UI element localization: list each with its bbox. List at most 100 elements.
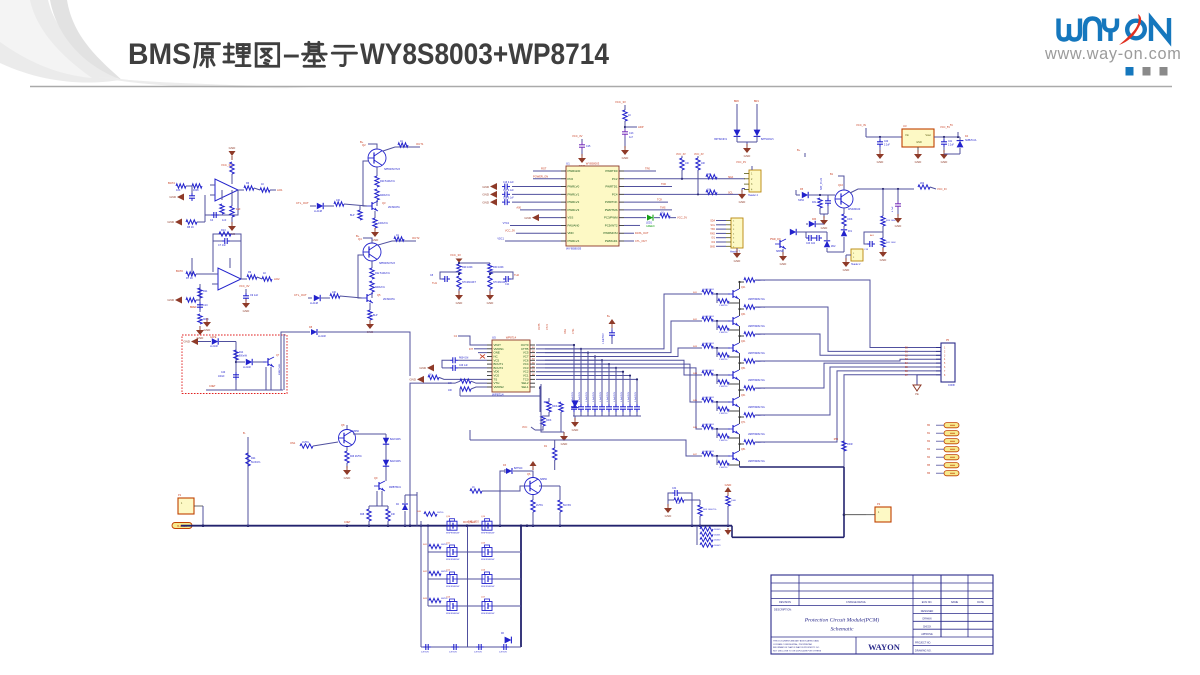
- svg-text:ONE: ONE: [494, 351, 500, 355]
- svg-text:MMBT5401: MMBT5401: [279, 363, 281, 375]
- svg-text:R44: R44: [693, 373, 698, 375]
- svg-text:GND: GND: [487, 301, 495, 305]
- svg-text:300K: 300K: [546, 420, 552, 422]
- svg-text:DSG: DSG: [564, 329, 567, 334]
- svg-text:R31: R31: [812, 202, 817, 204]
- svg-text:WSF9948DW: WSF9948DW: [481, 533, 495, 535]
- svg-text:2K: 2K: [429, 374, 432, 376]
- svg-text:1.0uF/16V: 1.0uF/16V: [635, 391, 637, 402]
- svg-text:GND: GND: [197, 336, 205, 340]
- svg-text:IO1: IO1: [711, 238, 715, 240]
- svg-text:S8550/SOT23: S8550/SOT23: [379, 262, 395, 265]
- svg-text:1uF: 1uF: [236, 207, 241, 211]
- svg-text:PWRGD0: PWRGD0: [568, 169, 581, 173]
- svg-text:Q6: Q6: [527, 473, 531, 476]
- svg-text:1: 1: [751, 173, 753, 176]
- svg-text:100R/10R1: 100R/10R1: [703, 424, 715, 426]
- svg-text:WSF9948DW: WSF9948DW: [481, 586, 495, 588]
- svg-text:500mW: 500mW: [239, 356, 248, 358]
- svg-text:R11: R11: [203, 290, 208, 293]
- svg-text:R41 100K: R41 100K: [886, 242, 896, 244]
- svg-text:IO2: IO2: [711, 242, 715, 244]
- svg-text:300K: 300K: [203, 318, 209, 321]
- svg-text:4u7: 4u7: [629, 136, 634, 139]
- svg-text:BR1: BR1: [754, 100, 759, 103]
- svg-text:DRAWN: DRAWN: [923, 618, 932, 621]
- svg-text:LL4148: LL4148: [318, 336, 326, 338]
- svg-text:ADP: ADP: [638, 125, 644, 129]
- svg-text:1K: 1K: [396, 234, 399, 237]
- svg-text:2R2: 2R2: [920, 183, 925, 185]
- svg-text:R13: R13: [221, 229, 226, 232]
- svg-text:TCK: TCK: [657, 198, 662, 202]
- svg-text:VCC_IN: VCC_IN: [856, 123, 866, 127]
- svg-text:Q14: Q14: [481, 516, 486, 518]
- svg-text:1608/3: 1608/3: [714, 545, 721, 547]
- svg-text:B4: B4: [532, 359, 535, 361]
- svg-text:RXD: RXD: [710, 233, 715, 235]
- svg-text:1.6M/1%: 1.6M/1%: [719, 467, 728, 469]
- svg-text:C23 C24: C23 C24: [806, 243, 816, 245]
- svg-text:PROJECT NO.: PROJECT NO.: [915, 641, 931, 644]
- svg-text:LL4148: LL4148: [310, 302, 319, 305]
- svg-text:1uF/50V: 1uF/50V: [421, 652, 429, 654]
- svg-text:Q11: Q11: [446, 543, 451, 545]
- svg-text:PWRTCK: PWRTCK: [605, 200, 618, 204]
- svg-text:WY8S8003: WY8S8003: [586, 162, 600, 166]
- svg-text:S8050: S8050: [776, 251, 783, 253]
- svg-text:AO2: AO2: [274, 277, 280, 281]
- svg-text:GND: GND: [821, 226, 829, 230]
- svg-text:Schematic: Schematic: [831, 627, 855, 633]
- svg-text:NC: NC: [494, 354, 498, 358]
- svg-text:10K: 10K: [707, 189, 712, 191]
- svg-text:GND: GND: [419, 366, 427, 370]
- svg-text:R45: R45: [693, 400, 698, 402]
- svg-text:TC0: TC0: [523, 377, 529, 381]
- svg-text:100R/10R1: 100R/10R1: [703, 289, 715, 291]
- svg-text:SDA: SDA: [728, 176, 733, 179]
- svg-text:300K: 300K: [552, 406, 558, 408]
- svg-text:D4: D4: [965, 135, 969, 138]
- svg-text:B2: B2: [532, 351, 535, 353]
- svg-text:DRAWING NO.: DRAWING NO.: [915, 650, 932, 653]
- svg-text:C10: C10: [203, 304, 208, 307]
- svg-text:R26 2K/5%: R26 2K/5%: [350, 456, 362, 458]
- svg-text:BREF: BREF: [190, 306, 197, 309]
- svg-text:Q21: Q21: [741, 287, 746, 289]
- svg-text:D3: D3: [503, 464, 507, 467]
- svg-text:R33: R33: [812, 219, 817, 221]
- svg-text:APPROVE: APPROVE: [921, 633, 933, 636]
- svg-text:C34: C34: [672, 488, 677, 490]
- svg-text:300K/1%: 300K/1%: [375, 286, 386, 289]
- svg-text:LL4148: LL4148: [314, 210, 323, 213]
- svg-text:C18 0.1uF: C18 0.1uF: [503, 198, 514, 200]
- svg-text:NTCM104KT: NTCM104KT: [493, 281, 507, 284]
- svg-text:10K: 10K: [707, 174, 712, 176]
- svg-text:PE: PE: [915, 392, 919, 396]
- svg-text:B+: B+: [360, 140, 364, 144]
- svg-text:LMBT3906LT1G: LMBT3906LT1G: [748, 299, 765, 301]
- svg-text:6: 6: [944, 367, 946, 369]
- svg-text:Q13: Q13: [446, 597, 451, 599]
- svg-text:LMBT3906LT1G: LMBT3906LT1G: [748, 380, 765, 382]
- svg-text:Q51: Q51: [741, 368, 746, 370]
- svg-text:1.0uF/50V: 1.0uF/50V: [603, 333, 605, 344]
- svg-text:LMBT3906LT1G: LMBT3906LT1G: [748, 353, 765, 355]
- svg-text:Q41: Q41: [741, 341, 746, 343]
- svg-text:100K: 100K: [847, 219, 853, 221]
- svg-text:1.0uF/16V: 1.0uF/16V: [607, 391, 609, 402]
- svg-text:R24: R24: [251, 457, 256, 460]
- svg-text:R20 510K/1%: R20 510K/1%: [380, 180, 396, 183]
- svg-text:Q31: Q31: [741, 314, 746, 316]
- svg-text:3: 3: [733, 229, 735, 231]
- svg-text:GND: GND: [915, 160, 923, 164]
- svg-text:P2: P2: [877, 502, 881, 506]
- svg-text:VCC_3V: VCC_3V: [736, 160, 746, 164]
- svg-text:R40: R40: [417, 511, 422, 513]
- svg-text:B0: B0: [927, 425, 931, 427]
- svg-text:WY8S8003+WP8714: WY8S8003+WP8714: [360, 38, 609, 71]
- svg-text:TS: TS: [494, 377, 498, 381]
- svg-text:1.0uF/16V: 1.0uF/16V: [614, 391, 616, 402]
- svg-text:B6: B6: [532, 366, 535, 368]
- svg-text:1uF/50V: 1uF/50V: [449, 652, 457, 654]
